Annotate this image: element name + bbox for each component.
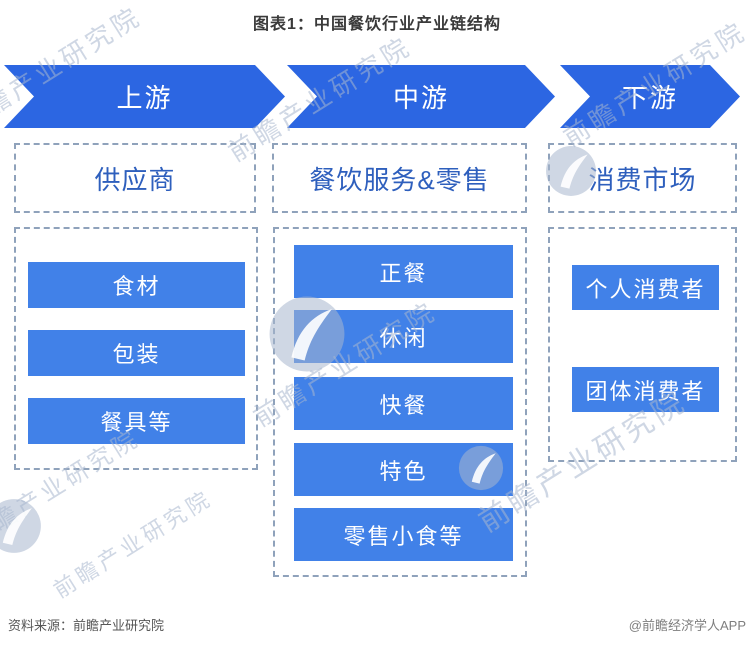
item-full-meal-label: 正餐	[379, 260, 428, 286]
item-food-ingredients: 食材	[28, 262, 245, 308]
item-individual-consumers-label: 个人消费者	[585, 276, 706, 302]
header-box-suppliers: 供应商	[14, 143, 256, 213]
stage-arrow-upstream: 上游	[4, 65, 285, 128]
item-retail-snacks-label: 零售小食等	[343, 523, 464, 549]
item-retail-snacks: 零售小食等	[294, 508, 513, 561]
credit-note: @前瞻经济学人APP	[628, 618, 746, 633]
item-full-meal: 正餐	[294, 245, 513, 298]
item-packaging: 包装	[28, 330, 245, 376]
item-group-consumers-label: 团体消费者	[585, 378, 706, 404]
downstream-items-container: 个人消费者 团体消费者	[548, 227, 737, 462]
header-box-catering-service-retail-label: 餐饮服务&零售	[309, 164, 490, 195]
stage-arrow-midstream: 中游	[287, 65, 555, 128]
midstream-items-container: 正餐 休闲 快餐 特色 零售小食等	[273, 227, 527, 577]
header-box-catering-service-retail: 餐饮服务&零售	[272, 143, 527, 213]
chart-title: 图表1：中国餐饮行业产业链结构	[253, 16, 501, 33]
item-individual-consumers: 个人消费者	[572, 265, 719, 310]
header-box-consumer-market: 消费市场	[548, 143, 737, 213]
source-note: 资料来源：前瞻产业研究院	[8, 618, 165, 633]
stage-arrow-downstream-label: 下游	[621, 83, 678, 113]
item-fast-food-label: 快餐	[379, 392, 428, 418]
stage-arrow-upstream-label: 上游	[116, 83, 173, 113]
stage-arrow-downstream: 下游	[560, 65, 740, 128]
item-tableware-label: 餐具等	[100, 410, 173, 435]
item-leisure-dining-label: 休闲	[379, 325, 428, 351]
stage-arrow-midstream-label: 中游	[392, 83, 449, 113]
item-packaging-label: 包装	[112, 342, 161, 367]
item-specialty-dining: 特色	[294, 443, 513, 496]
item-leisure-dining: 休闲	[294, 310, 513, 363]
header-box-consumer-market-label: 消费市场	[588, 164, 697, 195]
header-box-suppliers-label: 供应商	[94, 164, 176, 195]
item-food-ingredients-label: 食材	[112, 274, 161, 299]
item-fast-food: 快餐	[294, 377, 513, 430]
upstream-items-container: 食材 包装 餐具等	[14, 227, 258, 470]
item-group-consumers: 团体消费者	[572, 367, 719, 412]
item-tableware: 餐具等	[28, 398, 245, 444]
item-specialty-dining-label: 特色	[379, 458, 428, 484]
